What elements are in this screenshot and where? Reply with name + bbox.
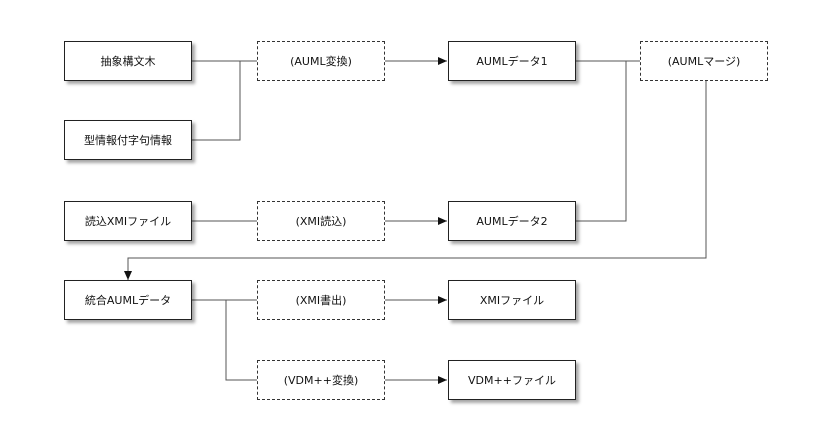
node-vdm-file: VDM++ファイル (448, 360, 576, 400)
node-auml-data-1: AUMLデータ1 (448, 41, 576, 81)
edge-merge-to-merged-data (124, 81, 707, 280)
node-abstract-syntax-tree: 抽象構文木 (64, 41, 192, 81)
process-xmi-write: (XMI書出) (257, 280, 385, 320)
edge-typeinfo-to-auml-convert (192, 61, 241, 141)
process-auml-merge: (AUMLマージ) (640, 41, 768, 81)
process-vdm-convert: (VDM++変換) (257, 360, 385, 400)
process-xmi-read: (XMI読込) (257, 201, 385, 241)
node-auml-data-2: AUMLデータ2 (448, 201, 576, 241)
node-read-xmi-file: 読込XMIファイル (64, 201, 192, 241)
process-auml-convert: (AUML変換) (257, 41, 385, 81)
node-type-info: 型情報付字句情報 (64, 120, 192, 160)
edge-merged-to-vdm-convert (225, 300, 257, 381)
node-xmi-file: XMIファイル (448, 280, 576, 320)
node-merged-auml-data: 統合AUMLデータ (64, 280, 192, 320)
edge-data2-to-merge (576, 61, 627, 222)
